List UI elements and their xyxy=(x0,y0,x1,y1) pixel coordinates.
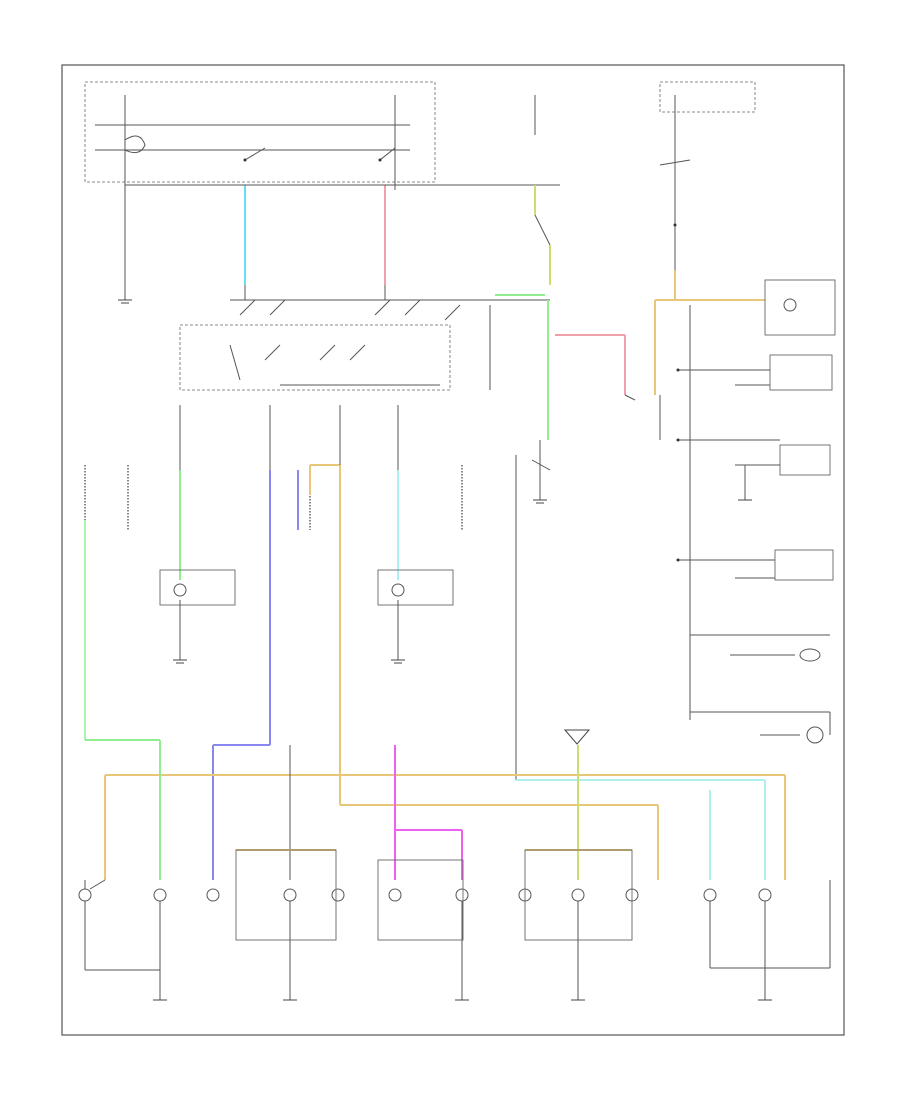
diagram-frame xyxy=(61,64,845,1036)
lamp-box-right-2 xyxy=(676,354,833,391)
lamp-box-left-mid xyxy=(159,569,236,664)
flasher-unit xyxy=(531,394,661,504)
multifunction-switch xyxy=(179,285,451,391)
lamp-right-6 xyxy=(690,711,831,744)
lamp-box-right-1 xyxy=(764,279,836,336)
fuse-column-right xyxy=(534,81,756,270)
lamp-right-5 xyxy=(690,634,830,662)
hazard-switch xyxy=(440,294,626,440)
ground-symbol-center-right xyxy=(563,729,591,745)
fuse-block-top xyxy=(84,81,436,190)
bottom-lamp-row xyxy=(78,849,831,1001)
lamp-box-right-3 xyxy=(676,438,831,501)
ground-top-left xyxy=(118,190,132,304)
lamp-box-right-4 xyxy=(676,549,834,581)
lamp-box-center xyxy=(377,569,454,664)
